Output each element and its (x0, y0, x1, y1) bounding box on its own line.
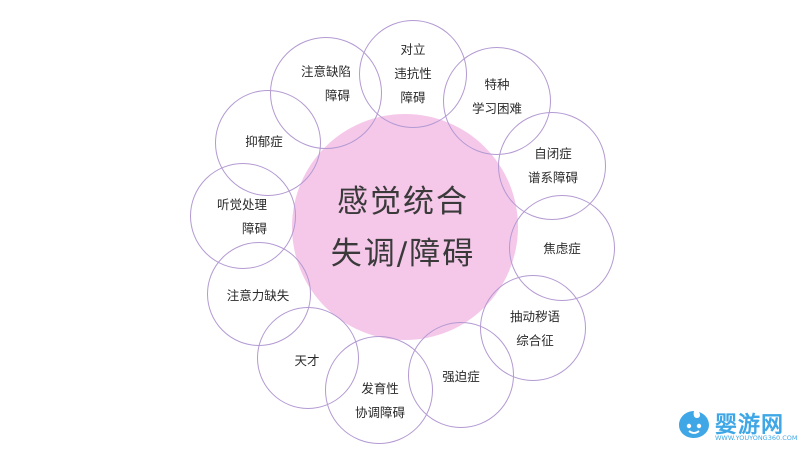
node-label-asd: 自闭症 谱系障碍 (528, 142, 578, 190)
node-text: 自闭症 (534, 146, 572, 161)
node-label-depression: 抑郁症 (245, 130, 283, 154)
node-text: 注意缺陷 (300, 64, 352, 79)
center-title-line1: 感觉统合 (336, 184, 469, 220)
node-text: 综合征 (516, 333, 554, 348)
logo-url-text: WWW.YOUYONG360.COM (715, 434, 798, 442)
node-label-ld: 特种 学习困难 (472, 73, 522, 121)
node-text: 障碍 (241, 221, 268, 236)
node-circle-depression (215, 90, 321, 196)
node-text: 天才 (294, 353, 320, 368)
node-text: 对立 (400, 42, 426, 57)
node-text: 特种 (484, 77, 510, 92)
node-label-add: 注意力缺失 (227, 284, 290, 308)
node-text: 障碍 (324, 88, 351, 103)
node-label-adhd: 注意缺陷 障碍 (301, 60, 351, 108)
node-label-ocd: 强迫症 (442, 365, 480, 389)
node-label-anxiety: 焦虑症 (543, 237, 581, 261)
node-text: 发育性 (361, 381, 399, 396)
node-label-genius: 天才 (294, 349, 319, 373)
node-text: 听觉处理 (216, 197, 268, 212)
node-circle-ld (443, 47, 551, 155)
node-label-odd: 对立 违抗性 障碍 (394, 38, 432, 110)
node-label-apd: 听觉处理 障碍 (217, 193, 267, 241)
node-text: 强迫症 (442, 369, 480, 384)
node-text: 抽动秽语 (509, 309, 561, 324)
baby-logo-icon (679, 411, 709, 438)
node-text: 焦虑症 (543, 241, 581, 256)
site-logo[interactable]: 婴游网 WWW.YOUYONG360.COM (677, 407, 798, 447)
node-text: 违抗性 (394, 66, 432, 81)
center-title-line2: 失调/障碍 (330, 236, 476, 272)
node-text: 注意力缺失 (226, 288, 290, 303)
node-text: 障碍 (400, 90, 426, 105)
node-text: 学习困难 (471, 101, 523, 116)
logo-brand-text: 婴游网 (715, 413, 785, 438)
center-title: 感觉统合 失调/障碍 (331, 176, 475, 280)
node-label-dcd: 发育性 协调障碍 (355, 377, 405, 425)
node-text: 抑郁症 (245, 134, 283, 149)
node-text: 协调障碍 (354, 405, 406, 420)
node-label-tic: 抽动秽语 综合征 (510, 305, 560, 353)
node-text: 谱系障碍 (527, 170, 579, 185)
